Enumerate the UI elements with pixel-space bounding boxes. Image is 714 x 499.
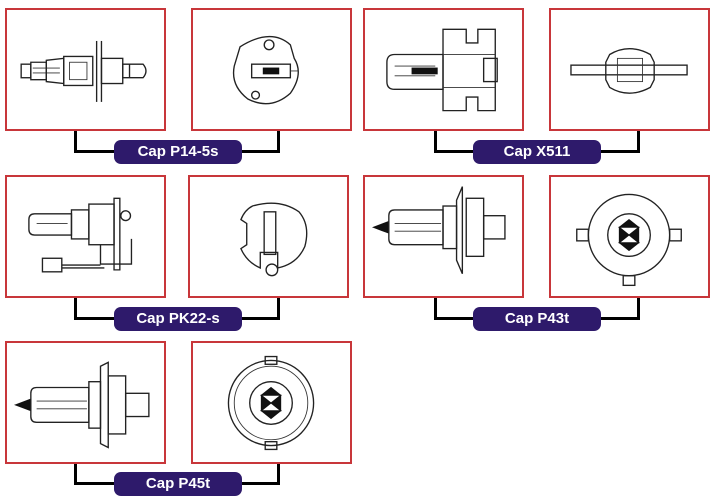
side-view-frame-p45t: [5, 341, 166, 464]
p14-5s-side-view-drawing: [20, 40, 147, 102]
front-view-frame-pk22-s: [188, 175, 349, 298]
x511-side-view-drawing: [386, 28, 498, 112]
side-view-frame-pk22-s: [5, 175, 166, 298]
p45t-front-view-drawing: [227, 355, 315, 451]
side-view-frame-p43t: [363, 175, 524, 298]
p45t-side-view-drawing: [13, 361, 150, 449]
p14-5s-front-view-drawing: [232, 35, 299, 105]
side-view-frame-x511: [363, 8, 524, 131]
cap-label-p14-5s: Cap P14-5s: [114, 140, 242, 164]
front-view-frame-p43t: [549, 175, 710, 298]
p43t-side-view-drawing: [371, 186, 506, 275]
cap-label-x511: Cap X511: [473, 140, 601, 164]
front-view-frame-x511: [549, 8, 710, 131]
cap-label-p43t: Cap P43t: [473, 307, 601, 331]
cap-label-pk22-s: Cap PK22-s: [114, 307, 242, 331]
pk22-s-side-view-drawing: [28, 197, 133, 273]
cap-label-p45t: Cap P45t: [114, 472, 242, 496]
x511-front-view-drawing: [570, 48, 688, 94]
p43t-front-view-drawing: [576, 193, 682, 287]
pk22-s-front-view-drawing: [240, 202, 308, 277]
front-view-frame-p45t: [191, 341, 352, 464]
front-view-frame-p14-5s: [191, 8, 352, 131]
side-view-frame-p14-5s: [5, 8, 166, 131]
